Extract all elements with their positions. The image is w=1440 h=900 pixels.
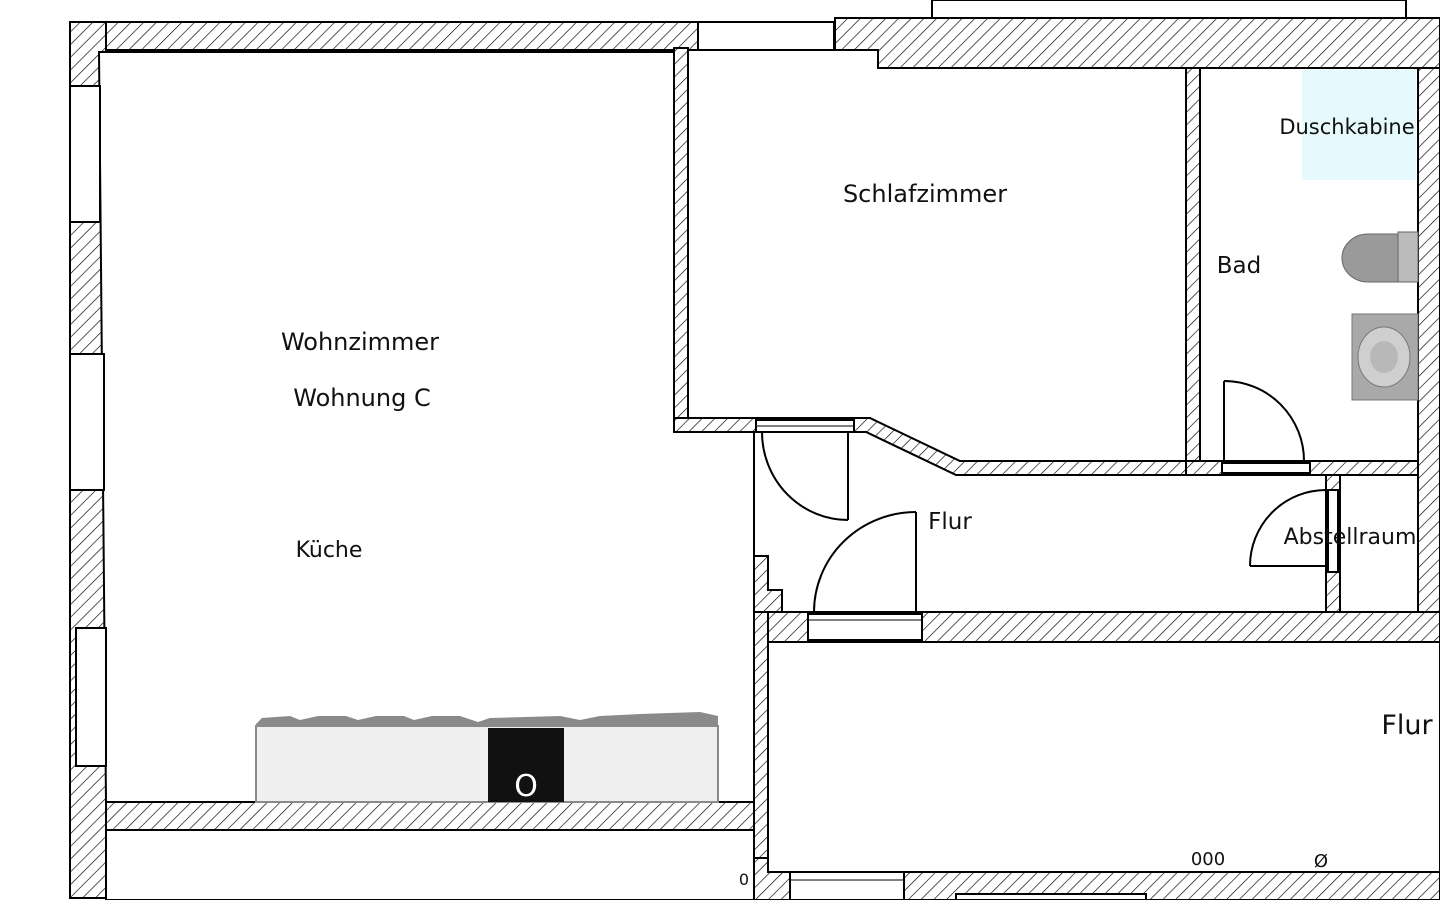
label-duschkabine: Duschkabine [1279,115,1414,139]
kitchen-bottom-wall [105,801,755,831]
room-interiors [97,0,1440,900]
kitchen-corridor-wall [753,611,769,900]
label-bad: Bad [1217,253,1261,279]
shower-cabin [1302,70,1416,180]
storage-area [1339,474,1419,613]
bedroom-area [687,49,1187,462]
label-kueche: Küche [296,538,363,563]
living-room-area [97,51,755,803]
outer-corridor-area [767,641,1440,873]
window-2 [69,353,105,491]
label-flur-outer: Flur [1381,710,1433,741]
label-wohnung: Wohnung C [293,384,430,412]
kitchen-counter [255,712,719,803]
bedroom-bath-wall [1185,67,1201,476]
lower-room-area [105,829,755,900]
toilet-icon [1341,231,1419,283]
sink-icon [1351,313,1419,401]
riser-c-symbol: Ø [1314,851,1328,872]
storage-door-frame [1327,489,1339,573]
window-1 [69,85,101,223]
label-flur-inner: Flur [928,509,972,535]
oven-symbol: O [514,769,538,804]
label-wohnzimmer: Wohnzimmer [281,328,439,356]
room-labels: Wohnzimmer Wohnung C Küche Schlafzimmer … [281,115,1434,741]
doors [755,380,1339,900]
living-bedroom-wall [673,47,689,433]
right-wall [1417,67,1440,641]
label-abstellraum: Abstellraum [1284,525,1417,550]
fixtures [255,70,1419,803]
label-schlafzimmer: Schlafzimmer [843,180,1007,208]
upper-room-area [931,0,1407,19]
riser-a-symbol: 0 [739,870,749,889]
bath-door-frame [1221,462,1311,474]
oven-icon [488,728,564,802]
countertop-appliances [256,712,718,726]
corridor-door-frame-2 [955,893,1147,900]
window-top [697,21,835,51]
bedroom-door-swing [761,431,849,521]
entrance-door-swing [813,511,917,613]
storage-door-swing [1249,489,1327,567]
riser-b-symbol: 000 [1191,849,1225,870]
bath-door-swing [1223,380,1305,462]
window-3 [75,627,107,767]
corridor-door-frame [789,871,905,900]
entrance-door-frame [807,613,923,641]
top-wall-right [834,17,1440,69]
windows [69,21,835,767]
symbol-glyphs: O 0 000 Ø [514,769,1328,889]
